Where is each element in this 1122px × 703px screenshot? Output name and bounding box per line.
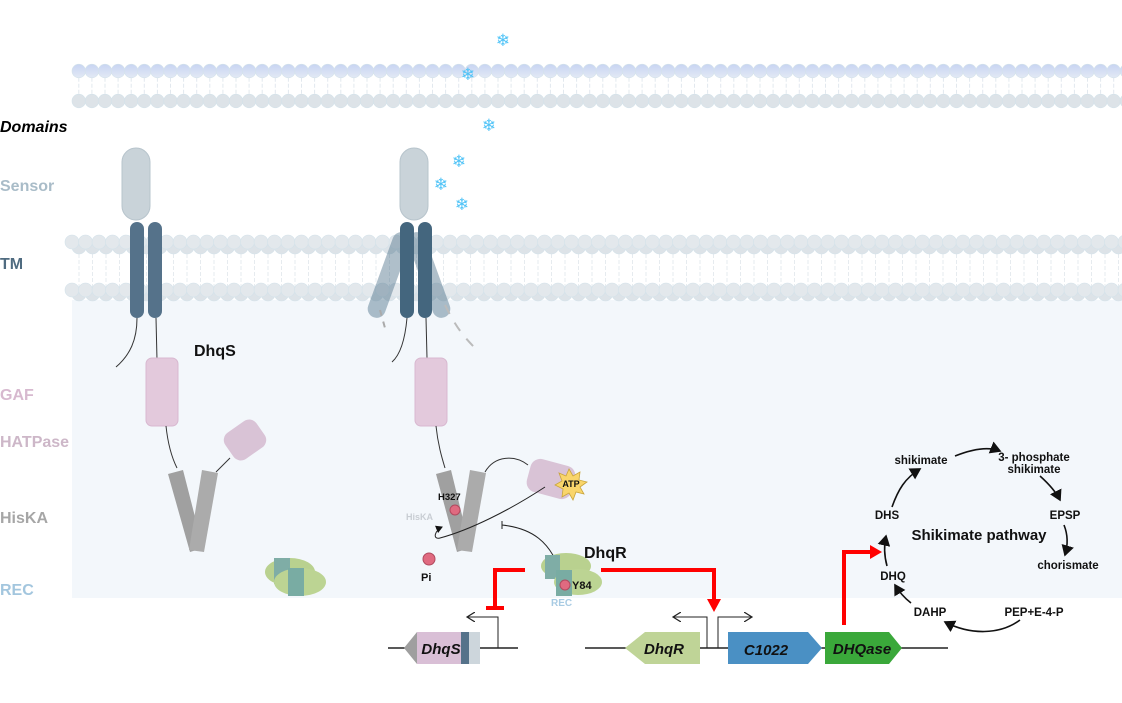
gene-c1022 — [728, 632, 822, 664]
hiska-domain — [168, 470, 218, 552]
domains-heading: Domains — [0, 119, 68, 136]
linker — [115, 317, 138, 368]
rec-small-label: REC — [551, 598, 572, 609]
linker — [215, 457, 231, 473]
snowflake-icon: ❄ — [452, 152, 466, 172]
pathway-node-dhs: DHS — [875, 510, 900, 522]
regulation-arrows — [486, 545, 882, 625]
hiska-small-label: HisKA — [406, 512, 434, 522]
promoter-arrow-left — [673, 617, 708, 648]
gene-map-dhqs — [388, 617, 518, 664]
domain-label-tm: TM — [0, 256, 24, 273]
domain-label-hatpase: HATPase — [0, 434, 70, 451]
gene-dhqr-label: DhqR — [644, 641, 684, 658]
gene-dhqr — [625, 632, 700, 664]
domain-label-hiska: HisKA — [0, 510, 49, 527]
atp-star-icon — [554, 468, 588, 501]
gene-dhqs — [404, 632, 480, 664]
gaf-domain — [145, 357, 179, 427]
gene-dhqs-label: DhqS — [421, 641, 460, 658]
activation-arrow — [601, 568, 716, 600]
outer-membrane — [71, 63, 1122, 109]
pathway-node-s3p-line1: 3- phosphate — [998, 452, 1070, 464]
dhqs-active — [367, 147, 602, 596]
shikimate-cycle-arrows — [877, 441, 1074, 633]
pathway-arrow — [954, 441, 1002, 457]
sensor-domain — [121, 147, 151, 221]
pi-molecule — [422, 552, 436, 566]
tm-helix — [148, 222, 162, 318]
domain-label-gaf: GAF — [0, 387, 34, 404]
phospho-site-h327 — [449, 504, 461, 516]
pi-label: Pi — [421, 572, 431, 584]
gaf-domain — [414, 357, 448, 427]
pathway-node-dhq: DHQ — [880, 571, 906, 583]
snowflake-icon: ❄ — [434, 175, 448, 195]
pathway-arrow — [891, 468, 922, 508]
pathway-node-shikimate: shikimate — [894, 455, 947, 467]
pathway-node-chorismate: chorismate — [1037, 560, 1098, 572]
cold-stimulus: ❄❄❄❄❄❄ — [434, 31, 510, 215]
h327-label: H327 — [438, 492, 461, 503]
linker — [435, 425, 446, 469]
dhqr-inactive — [265, 558, 326, 596]
dhqs-protein-label: DhqS — [194, 343, 236, 360]
phospho-site-y84 — [559, 579, 571, 591]
linker — [165, 425, 178, 469]
linker — [155, 317, 158, 361]
sensor-domain — [399, 147, 429, 221]
snowflake-icon: ❄ — [496, 31, 510, 51]
promoter-arrow — [467, 617, 499, 648]
shikimate-pathway-labels: shikimate 3- phosphate shikimate EPSP ch… — [875, 452, 1099, 619]
linker — [425, 317, 428, 359]
pathway-arrow — [1039, 475, 1062, 502]
linker — [391, 317, 408, 363]
atp-label: ATP — [562, 479, 579, 489]
phosphotransfer-arrow — [434, 486, 546, 539]
dhqs-inactive — [115, 147, 326, 596]
dhqr-active — [541, 553, 602, 596]
snowflake-icon: ❄ — [461, 65, 475, 85]
pathway-arrow — [877, 534, 891, 567]
snowflake-icon: ❄ — [482, 116, 496, 136]
pathway-node-dahp: DAHP — [914, 607, 947, 619]
domain-label-rec: REC — [0, 582, 34, 599]
pathway-node-pep-e4p: PEP+E-4-P — [1004, 607, 1063, 619]
pathway-arrow — [943, 619, 1021, 633]
dhqase-to-pathway-arrow — [842, 550, 872, 625]
gene-dhqase — [825, 632, 902, 664]
tm-helix — [400, 222, 414, 318]
dhqr-protein-label: DhqR — [584, 545, 627, 562]
pathway-node-epsp: EPSP — [1050, 510, 1081, 522]
repression-arrow — [493, 568, 525, 607]
tm-helix — [418, 222, 432, 318]
hatpase-domain — [223, 419, 267, 461]
tm-helix — [130, 222, 144, 318]
promoter-arrow-right — [717, 617, 752, 648]
pathway-node-s3p-line2: shikimate — [1007, 464, 1060, 476]
gene-map-dhqr-operon — [585, 617, 948, 664]
gene-c1022-label: C1022 — [744, 642, 789, 659]
y84-label: Y84 — [572, 580, 592, 592]
gene-dhqase-label: DHQase — [833, 641, 891, 658]
pathway-arrow — [894, 583, 912, 604]
domain-label-sensor: Sensor — [0, 178, 55, 195]
inner-membrane — [64, 234, 1122, 302]
pathway-title: Shikimate pathway — [911, 527, 1047, 544]
snowflake-icon: ❄ — [455, 195, 469, 215]
pathway-arrow — [1061, 524, 1074, 557]
linker — [484, 457, 529, 473]
